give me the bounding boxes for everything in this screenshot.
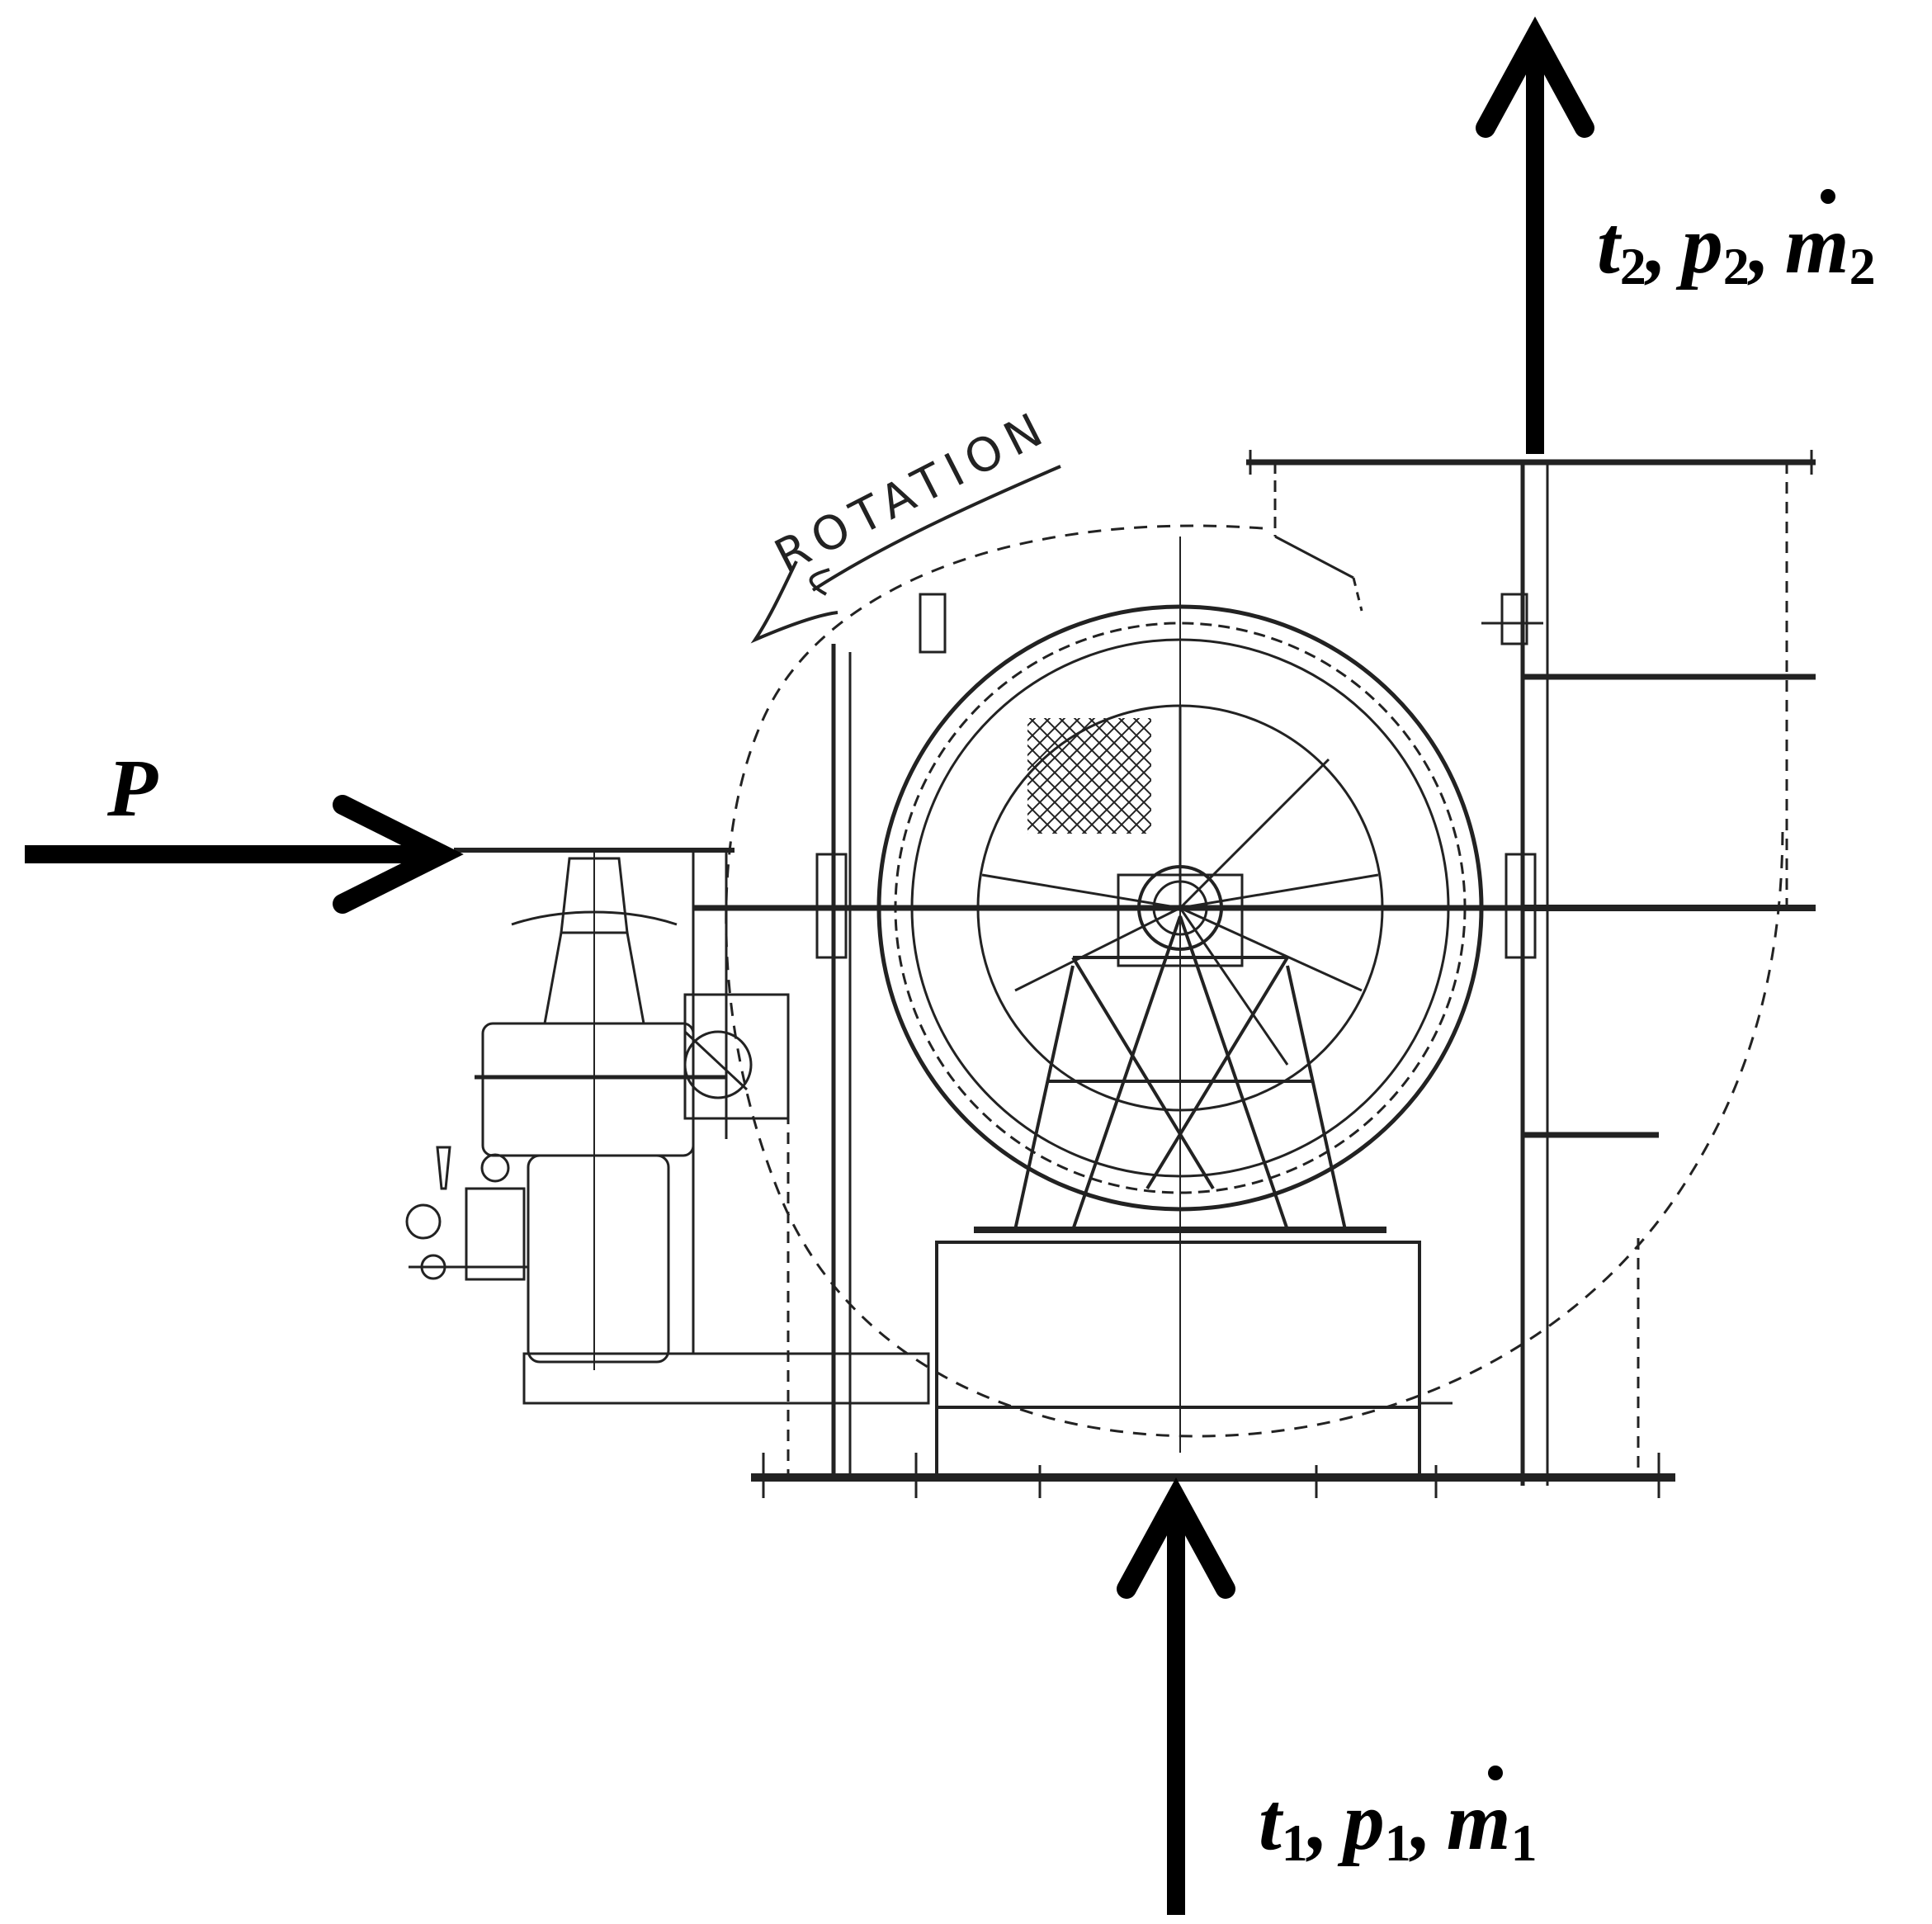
svg-text:t2,p2,m2: t2,p2,m2 (1597, 199, 1876, 295)
outlet-duct (1246, 450, 1816, 1486)
volute-casing (725, 524, 1784, 1438)
mass-flow-dot-outlet (1821, 189, 1835, 204)
base-rail (751, 1402, 1675, 1498)
outlet-state-label: t2,p2,m2 (1597, 189, 1876, 295)
inlet-state-label: t1,p1,m1 (1259, 1766, 1538, 1872)
outlet-flow-arrow (1476, 16, 1594, 454)
bearing-support-frame (974, 915, 1386, 1233)
drive-motor (405, 848, 930, 1405)
power-label: P (106, 742, 158, 834)
power-input-arrow (25, 795, 464, 914)
centrifugal-fan-drawing (405, 450, 1816, 1498)
inlet-flow-arrow (1117, 1477, 1235, 1915)
impeller (876, 604, 1484, 1212)
rotation-label: ROTATION (767, 400, 1058, 584)
svg-text:t1,p1,m1: t1,p1,m1 (1259, 1775, 1538, 1872)
rotation-arrow (750, 465, 1061, 644)
mass-flow-dot-inlet (1488, 1766, 1503, 1780)
pedestal (935, 1241, 1421, 1477)
